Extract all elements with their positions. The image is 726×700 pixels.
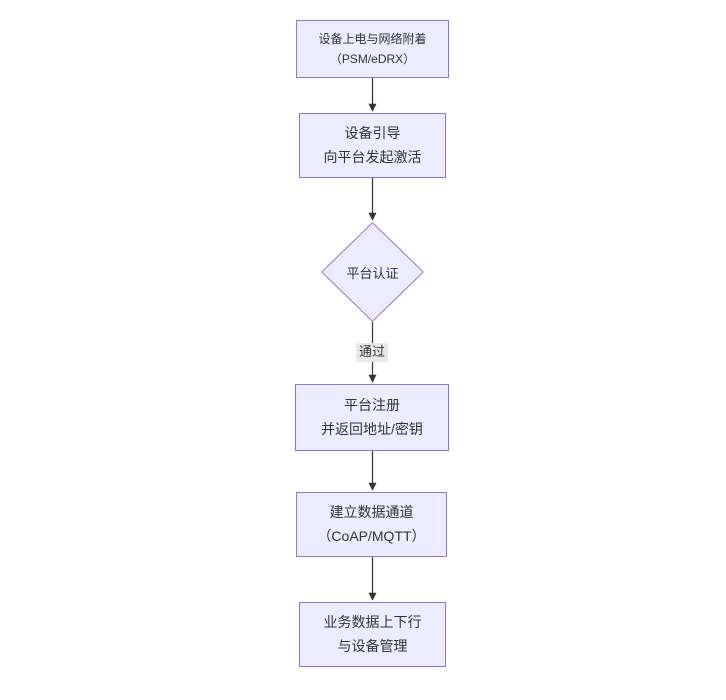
node-business-data: 业务数据上下行 与设备管理 bbox=[299, 602, 446, 667]
node-platform-auth: 平台认证 bbox=[321, 222, 424, 322]
node-business-data-line1: 业务数据上下行 bbox=[323, 614, 422, 631]
node-data-channel: 建立数据通道 （CoAP/MQTT） bbox=[296, 492, 447, 557]
node-power-on-attach: 设备上电与网络附着 （PSM/eDRX） bbox=[296, 20, 449, 78]
node-business-data-line2: 与设备管理 bbox=[337, 637, 408, 654]
node-device-bootstrap-line1: 设备引导 bbox=[344, 125, 401, 142]
node-data-channel-line2: （CoAP/MQTT） bbox=[317, 527, 426, 544]
edge-label-pass: 通过 bbox=[355, 343, 389, 362]
node-platform-register-line2: 并返回地址/密钥 bbox=[321, 420, 423, 437]
node-platform-register: 平台注册 并返回地址/密钥 bbox=[295, 384, 449, 451]
node-power-on-attach-line2: （PSM/eDRX） bbox=[329, 52, 416, 66]
node-data-channel-line1: 建立数据通道 bbox=[329, 504, 414, 521]
diamond-shape bbox=[321, 222, 424, 322]
node-platform-auth-label: 平台认证 bbox=[346, 265, 399, 281]
node-power-on-attach-line1: 设备上电与网络附着 bbox=[318, 31, 427, 46]
node-device-bootstrap: 设备引导 向平台发起激活 bbox=[299, 113, 446, 178]
node-device-bootstrap-line2: 向平台发起激活 bbox=[323, 148, 422, 165]
node-platform-register-line1: 平台注册 bbox=[344, 397, 400, 414]
